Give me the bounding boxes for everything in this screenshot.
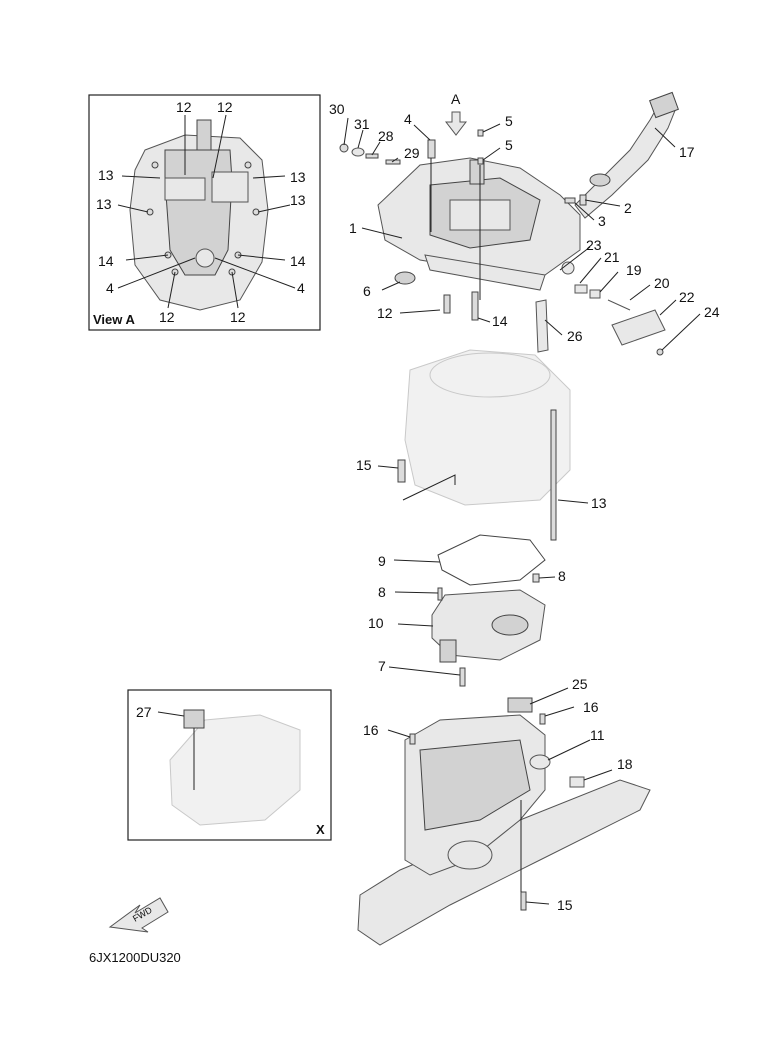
- callout-22: 22: [679, 289, 695, 305]
- callout-a: A: [451, 91, 461, 107]
- callout-8-left: 8: [378, 584, 386, 600]
- gasket: [437, 534, 546, 586]
- callout-2: 2: [624, 200, 632, 216]
- callout-16-right: 16: [583, 699, 599, 715]
- view-x-inset: 27 X: [127, 689, 332, 841]
- callout-5-lower: 5: [505, 137, 513, 153]
- callout-31: 31: [354, 116, 370, 132]
- view-a-label-13-right-2: 13: [290, 192, 306, 208]
- view-a-title: View A: [93, 312, 136, 327]
- ghost-cylinder-block: [397, 349, 571, 541]
- callout-19: 19: [626, 262, 642, 278]
- callout-30: 30: [329, 101, 345, 117]
- upper-casing: [357, 697, 651, 946]
- callout-21: 21: [604, 249, 620, 265]
- callout-15-upper: 15: [356, 457, 372, 473]
- fwd-arrow: FWD: [108, 897, 169, 933]
- callout-15-lower: 15: [557, 897, 573, 913]
- leader-lines: [343, 117, 701, 905]
- callout-1: 1: [349, 220, 357, 236]
- callout-5-upper: 5: [505, 113, 513, 129]
- view-a-label-13-left-2: 13: [96, 196, 112, 212]
- callouts: A 30 31 28 29 4 5 5 17 2 3 1 23 21 19 20…: [329, 91, 720, 913]
- callout-29: 29: [404, 145, 420, 161]
- callout-4: 4: [404, 111, 412, 127]
- view-a-label-4-right: 4: [297, 280, 305, 296]
- callout-8-right: 8: [558, 568, 566, 584]
- callout-11: 11: [590, 727, 605, 743]
- callout-6: 6: [363, 283, 371, 299]
- callout-20: 20: [654, 275, 670, 291]
- view-x-title: X: [316, 822, 325, 837]
- callout-16-left: 16: [363, 722, 379, 738]
- view-a-label-13-right-1: 13: [290, 169, 306, 185]
- view-a-label-14-left: 14: [98, 253, 114, 269]
- callout-28: 28: [378, 128, 394, 144]
- callout-23: 23: [586, 237, 602, 253]
- view-a-label-12-top-left: 12: [176, 99, 192, 115]
- callout-24: 24: [704, 304, 720, 320]
- callout-14: 14: [492, 313, 508, 329]
- callout-13: 13: [591, 495, 607, 511]
- diagram-code: 6JX1200DU320: [89, 950, 181, 965]
- view-a-label-12-bottom-right: 12: [230, 309, 246, 325]
- callout-18: 18: [617, 756, 633, 772]
- callout-3: 3: [598, 213, 606, 229]
- upper-casing-plate: [431, 573, 546, 687]
- view-a-label-13-left-1: 13: [98, 167, 114, 183]
- view-a-label-12-top-right: 12: [217, 99, 233, 115]
- view-a-label-14-right: 14: [290, 253, 306, 269]
- view-a-label-12-bottom-left: 12: [159, 309, 175, 325]
- callout-10: 10: [368, 615, 384, 631]
- view-a-label-4-left: 4: [106, 280, 114, 296]
- callout-27: 27: [136, 704, 152, 720]
- callout-26: 26: [567, 328, 583, 344]
- callout-12: 12: [377, 305, 393, 321]
- view-a-inset: 12 12 13 13 13 13 14 14 4 4 12 12 View A: [88, 94, 321, 331]
- callout-9: 9: [378, 553, 386, 569]
- callout-25: 25: [572, 676, 588, 692]
- callout-17: 17: [679, 144, 695, 160]
- callout-7: 7: [378, 658, 386, 674]
